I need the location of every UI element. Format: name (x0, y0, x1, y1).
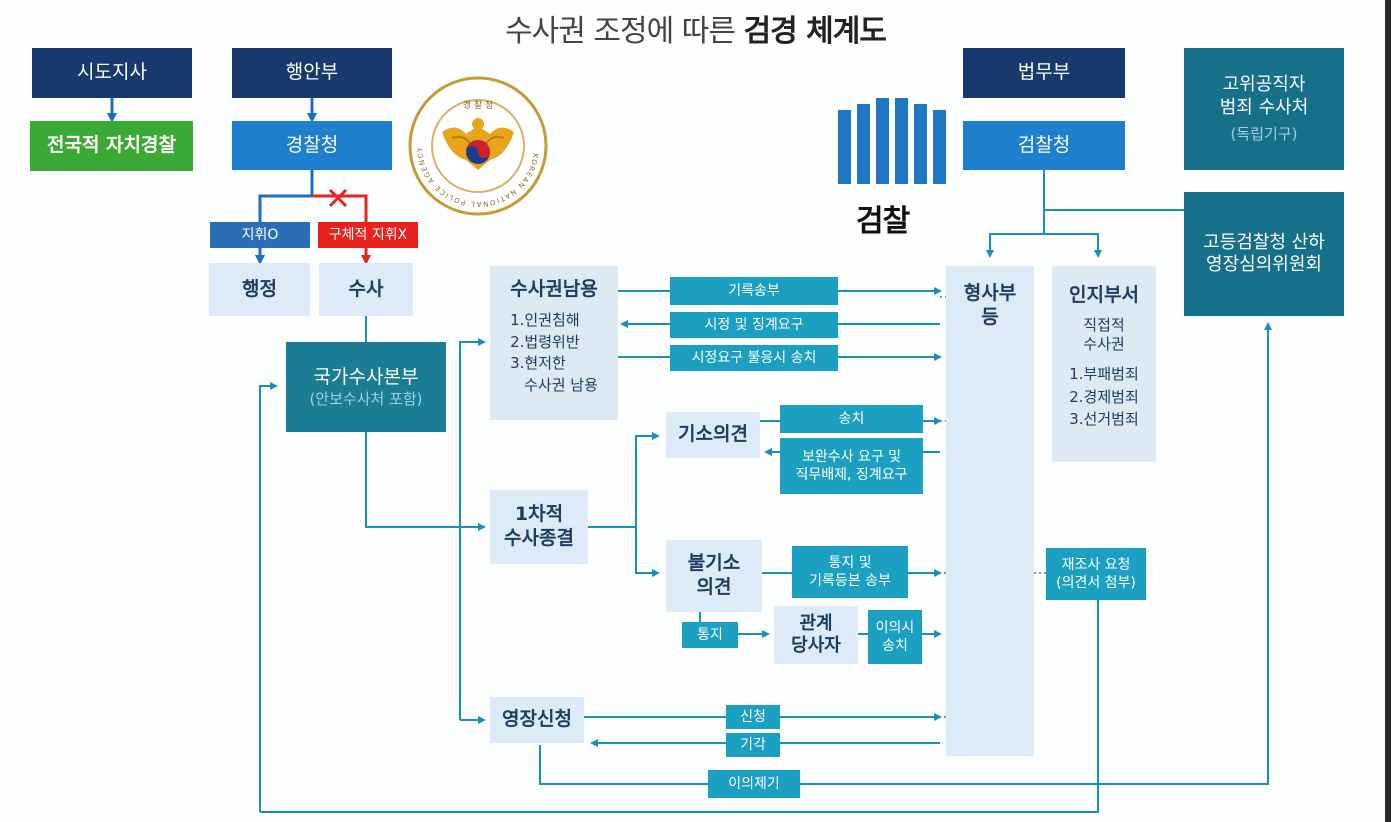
cognizance-box: 인지부서 직접적 수사권 1.부패범죄 2.경제범죄 3.선거범죄 (1052, 266, 1156, 462)
abuse-title: 수사권남용 (510, 278, 598, 300)
prosecution-logo-text: 검찰 (856, 204, 910, 239)
nbi-subtitle: (안보수사처 포함) (309, 389, 423, 408)
notify-label: 통지 (682, 622, 738, 648)
page-title: 수사권 조정에 따른 검경 체계도 (505, 14, 887, 49)
correction-label: 시정 및 징계요구 (670, 312, 838, 338)
svg-text:경 찰 청: 경 찰 청 (463, 99, 494, 111)
nbi-title: 국가수사본부 (313, 365, 419, 388)
warrant-apply-label: 신청 (726, 705, 780, 729)
abuse-box: 수사권남용 1.인권침해 2.법령위반 3.현저한 수사권 남용 (490, 266, 618, 420)
list-item: 수사권 남용 (524, 376, 598, 394)
investigation-box: 수사 (319, 263, 413, 316)
cognizance-list: 1.부패범죄 2.경제범죄 3.선거범죄 (1069, 363, 1139, 431)
list-item: 1.인권침해 (510, 310, 580, 329)
list-item: 3.선거범죄 (1069, 410, 1139, 429)
appeal-label: 이의제기 (708, 770, 800, 798)
indict-box: 기소의견 (666, 412, 760, 458)
administration-box: 행정 (209, 263, 310, 316)
noncompliance-label: 시정요구 불응시 송치 (670, 345, 838, 371)
command-yes-label: 지휘O (210, 222, 310, 248)
governor-box: 시도지사 (32, 48, 192, 98)
list-item: 1.부패범죄 (1069, 365, 1139, 384)
police-emblem-icon: KOREAN NATIONAL POLICE AGENCY 경 찰 청 (406, 74, 550, 218)
police-agency-box: 경찰청 (232, 121, 392, 170)
indict-send-label: 송치 (780, 405, 923, 433)
list-item: 2.법령위반 (510, 332, 580, 351)
cio-subtitle: (독립기구) (1230, 125, 1298, 144)
cognizance-subtitle: 직접적 (1083, 315, 1125, 334)
list-item: 2.경제범죄 (1069, 387, 1139, 406)
window-edge (1385, 0, 1391, 822)
autonomous-police-box: 전국적 자치경찰 (30, 121, 193, 171)
justice-ministry-box: 법무부 (963, 48, 1125, 98)
warrant-reject-label: 기각 (726, 733, 780, 757)
warrant-box: 영장신청 (490, 697, 584, 743)
reinvestigate-label: 재조사 요청(의견서 첨부) (1046, 548, 1146, 600)
red-x-icon (328, 188, 348, 208)
command-no-label: 구체적 지휘X (318, 222, 418, 248)
send-record-label: 기록송부 (670, 277, 838, 305)
abuse-list: 1.인권침해 2.법령위반 3.현저한 수사권 남용 (510, 310, 598, 397)
prosecution-office-box: 검찰청 (963, 121, 1125, 170)
prosecution-logo-icon: 검찰 (832, 96, 952, 246)
cognizance-subtitle: 수사권 (1083, 334, 1125, 353)
nbi-box: 국가수사본부 (안보수사처 포함) (286, 342, 446, 432)
list-item: 3.현저한 (510, 354, 566, 373)
cognizance-title: 인지부서 (1069, 284, 1139, 306)
ministry-interior-box: 행안부 (232, 48, 392, 98)
